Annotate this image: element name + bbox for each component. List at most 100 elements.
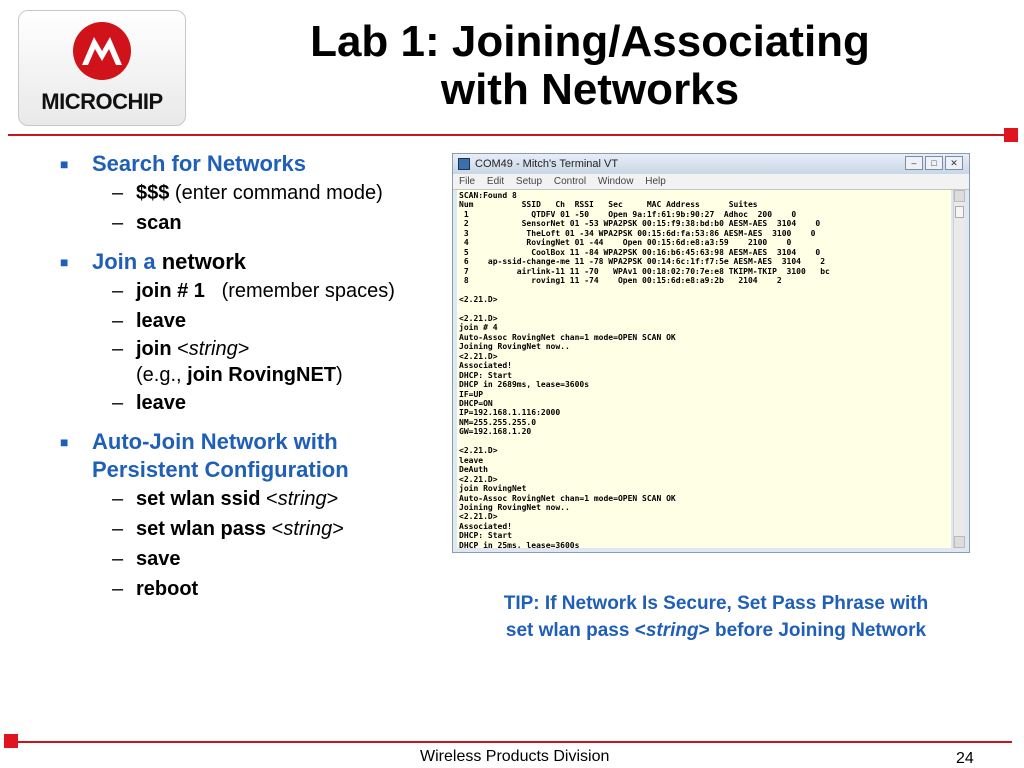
menu-help[interactable]: Help — [645, 176, 666, 187]
example-command: join RovingNET — [187, 364, 337, 386]
sub-item: –$$$ (enter command mode) — [112, 182, 383, 204]
terminal-line: leave — [459, 455, 484, 465]
terminal-line: Joining RovingNet now.. — [459, 502, 570, 512]
terminal-line: Num SSID Ch RSSI Sec MAC Address Suites — [459, 200, 758, 210]
terminal-line: Associated! — [459, 521, 512, 531]
minimize-icon[interactable]: – — [905, 156, 923, 170]
terminal-line: 7 airlink-11 11 -70 WPAv1 00:18:02:70:7e… — [459, 266, 830, 276]
sub-item: –join # 1 (remember spaces) — [112, 280, 395, 302]
terminal-line: IP=192.168.1.116:2000 — [459, 408, 561, 418]
terminal-line: NM=255.255.255.0 — [459, 417, 537, 427]
top-divider — [8, 134, 1006, 136]
argument-text: string — [277, 488, 327, 510]
terminal-line: 2 SensorNet 01 -53 WPA2PSK 00:15:f9:38:b… — [459, 219, 821, 229]
command-text: join # 1 — [136, 280, 205, 302]
terminal-line — [459, 286, 949, 295]
sub-item: –set wlan pass <string> — [112, 518, 344, 540]
sub-item: –set wlan ssid <string> — [112, 488, 339, 510]
terminal-line: <2.21.D> — [459, 351, 498, 361]
terminal-line: SCAN:Found 8 — [459, 191, 517, 200]
terminal-line: Associated! — [459, 361, 512, 371]
scroll-thumb[interactable] — [955, 206, 964, 218]
terminal-line: join # 4 — [459, 323, 498, 333]
sub-item: –scan — [112, 212, 182, 234]
command-text: $$$ — [136, 182, 170, 204]
terminal-line: <2.21.D> — [459, 474, 498, 484]
terminal-menu-bar: File Edit Setup Control Window Help — [453, 174, 969, 190]
microchip-logo: MICROCHIP — [18, 10, 186, 126]
terminal-line: join RovingNet — [459, 484, 527, 494]
bullet-label: Search for Networks — [92, 151, 306, 176]
terminal-line: <2.21.D> — [459, 313, 498, 323]
title-line-2: with Networks — [440, 65, 740, 114]
sub-item: –reboot — [112, 578, 199, 600]
sub-item: –save — [112, 548, 181, 570]
command-text: reboot — [136, 578, 199, 600]
terminal-line: DeAuth — [459, 465, 488, 475]
sub-item: –join <string> (e.g., join RovingNET) — [112, 338, 343, 386]
scroll-up-icon[interactable] — [954, 190, 965, 202]
top-divider-square — [1004, 128, 1018, 142]
terminal-line: 4 RovingNet 01 -44 Open 00:15:6d:e8:a3:5… — [459, 238, 792, 248]
terminal-line — [459, 437, 949, 446]
command-text: set wlan ssid — [136, 488, 261, 510]
tip-line-1: TIP: If Network Is Secure, Set Pass Phra… — [503, 593, 929, 614]
terminal-line: 1 QTDFV 01 -50 Open 9a:1f:61:9b:90:27 Ad… — [459, 209, 797, 219]
argument-text: string — [283, 518, 333, 540]
argument-text: string — [188, 338, 238, 360]
close-icon[interactable]: ✕ — [945, 156, 963, 170]
terminal-line: <2.21.D> — [459, 512, 498, 522]
tip-text: TIP: If Network Is Secure, Set Pass Phra… — [448, 590, 984, 644]
maximize-icon[interactable]: □ — [925, 156, 943, 170]
slide-title: Lab 1: Joining/Associating with Networks — [230, 18, 950, 114]
terminal-line: <2.21.D> — [459, 446, 498, 456]
sub-item: –leave — [112, 392, 187, 414]
terminal-line: DHCP=ON — [459, 398, 493, 408]
menu-edit[interactable]: Edit — [486, 176, 505, 187]
command-text: save — [136, 548, 181, 570]
tip-line-2: set wlan pass <string> before Joining Ne… — [505, 620, 927, 641]
menu-file[interactable]: File — [459, 176, 476, 187]
microchip-logo-icon — [73, 22, 131, 80]
page-number: 24 — [956, 750, 974, 767]
terminal-line: 3 TheLoft 01 -34 WPA2PSK 00:15:6d:fa:53:… — [459, 228, 816, 238]
menu-window[interactable]: Window — [597, 176, 634, 187]
bullet-join-network: ■ Join a network — [60, 248, 450, 276]
terminal-line: 8 roving1 11 -74 Open 00:15:6d:e8:a9:2b … — [459, 276, 782, 286]
command-text: leave — [136, 392, 187, 414]
bullet-label-black: network — [161, 249, 247, 274]
bullet-label-line-2: Persistent Configuration — [92, 457, 349, 482]
terminal-line: IF=UP — [459, 389, 484, 399]
note-text: (enter command mode) — [169, 182, 383, 204]
command-text: scan — [136, 212, 182, 234]
command-text: leave — [136, 310, 187, 332]
terminal-line: DHCP in 25ms, lease=3600s — [459, 540, 580, 548]
menu-control[interactable]: Control — [553, 176, 587, 187]
bullet-auto-join: ■ Auto-Join Network with Persistent Conf… — [60, 428, 450, 484]
terminal-line: DHCP in 2689ms, lease=3600s — [459, 380, 590, 390]
terminal-line: Auto-Assoc RovingNet chan=1 mode=OPEN SC… — [459, 332, 676, 342]
terminal-line: Joining RovingNet now.. — [459, 342, 570, 352]
sub-item: –leave — [112, 310, 187, 332]
terminal-line: Auto-Assoc RovingNet chan=1 mode=OPEN SC… — [459, 493, 676, 503]
terminal-scrollbar[interactable] — [953, 190, 965, 548]
bullet-list: ■ Search for Networks –$$$ (enter comman… — [60, 150, 450, 604]
bullet-square-icon: ■ — [60, 156, 69, 172]
command-text: join — [136, 338, 172, 360]
terminal-line: <2.21.D> — [459, 294, 498, 304]
logo-text: MICROCHIP — [41, 89, 163, 114]
menu-setup[interactable]: Setup — [515, 176, 543, 187]
terminal-line: DHCP: Start — [459, 531, 512, 541]
terminal-line: 5 CoolBox 11 -84 WPA2PSK 00:16:b6:45:63:… — [459, 247, 821, 257]
title-line-1: Lab 1: Joining/Associating — [310, 17, 870, 66]
terminal-window: COM49 - Mitch's Terminal VT – □ ✕ File E… — [452, 153, 970, 553]
bullet-search-networks: ■ Search for Networks — [60, 150, 450, 178]
scroll-down-icon[interactable] — [954, 536, 965, 548]
bullet-square-icon: ■ — [60, 254, 69, 270]
terminal-app-icon — [458, 158, 470, 170]
bullet-square-icon: ■ — [60, 434, 69, 450]
bullet-label-blue: Join a — [92, 249, 162, 274]
terminal-title-bar: COM49 - Mitch's Terminal VT – □ ✕ — [453, 154, 969, 174]
terminal-line: DHCP: Start — [459, 370, 512, 380]
